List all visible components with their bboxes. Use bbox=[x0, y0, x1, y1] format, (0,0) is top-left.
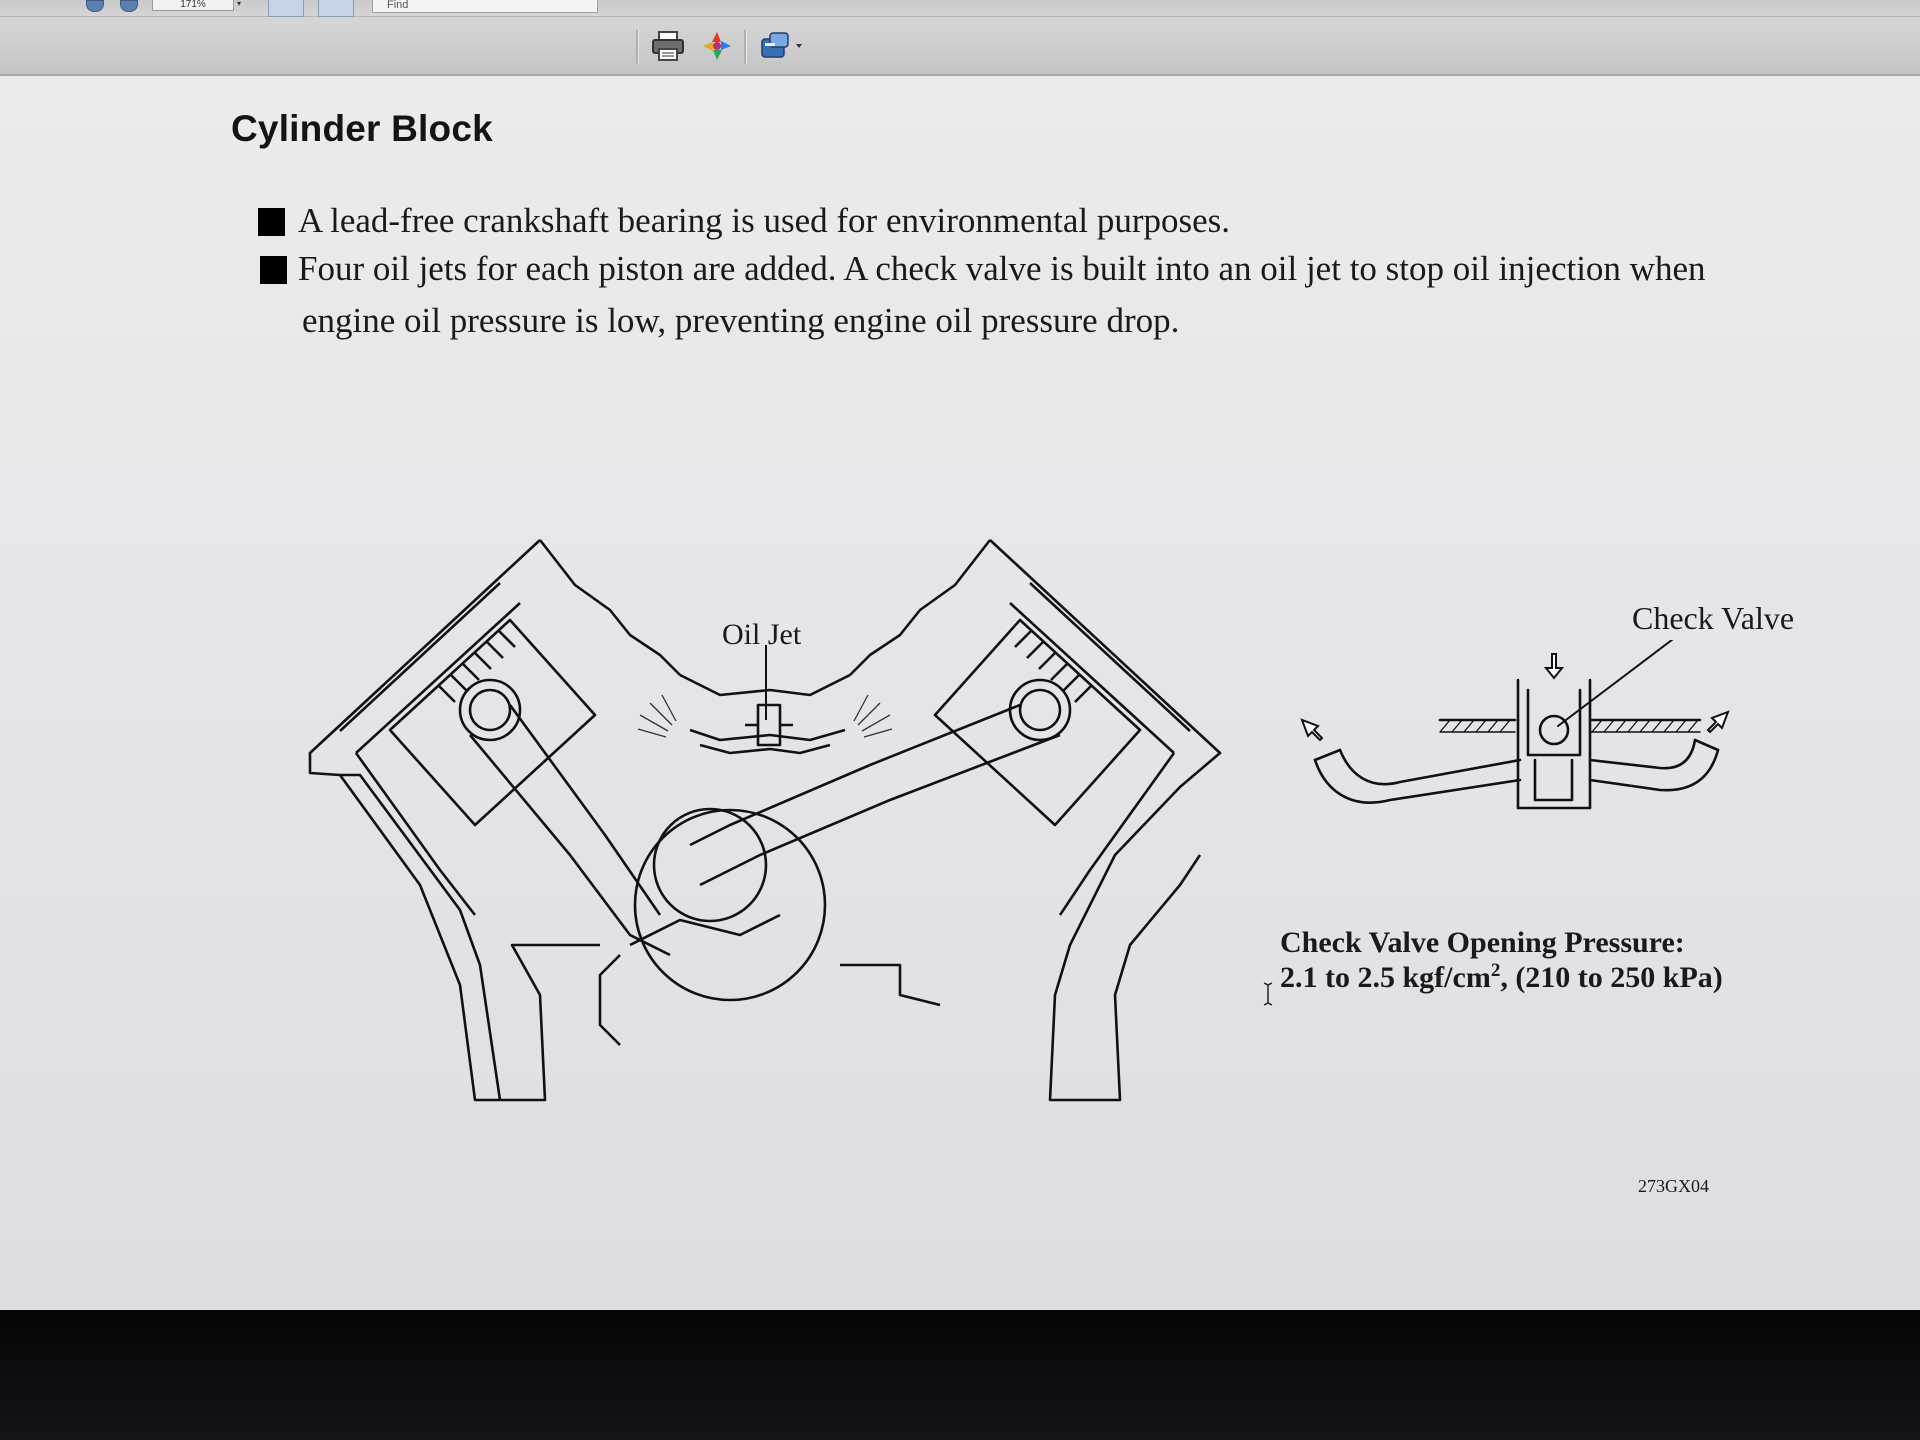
zoom-level-field[interactable]: 171% bbox=[152, 0, 234, 11]
page-title: Cylinder Block bbox=[231, 108, 493, 149]
v-engine-cross-section-diagram bbox=[308, 539, 1222, 1102]
zoom-out-icon[interactable] bbox=[86, 0, 104, 12]
pressure-spec-value: 2.1 to 2.5 kgf/cm2, (210 to 250 kPa) bbox=[1280, 960, 1723, 995]
review-tools-icon[interactable] bbox=[756, 26, 806, 66]
pressure-value-tail: , (210 to 250 kPa) bbox=[1500, 961, 1723, 994]
zoom-dropdown-icon[interactable]: ▾ bbox=[236, 0, 241, 8]
text-cursor-icon bbox=[1263, 982, 1273, 1006]
toolbar-separator bbox=[636, 30, 639, 64]
pressure-value-main: 2.1 to 2.5 kgf/cm bbox=[1280, 961, 1491, 994]
bullet-text-line-1: Four oil jets for each piston are added.… bbox=[298, 249, 1706, 288]
check-valve-detail-diagram bbox=[1300, 640, 1730, 810]
fit-page-icon[interactable] bbox=[318, 0, 354, 17]
bullet-text: A lead-free crankshaft bearing is used f… bbox=[298, 201, 1231, 240]
collaborate-icon[interactable] bbox=[697, 26, 737, 66]
find-input[interactable]: Find bbox=[372, 0, 598, 13]
bullet-square-icon bbox=[258, 208, 285, 236]
fit-width-icon[interactable] bbox=[268, 0, 304, 17]
viewer-toolbar: 171% ▾ Find bbox=[0, 0, 1920, 76]
zoom-in-icon[interactable] bbox=[120, 0, 138, 12]
monitor-bezel bbox=[0, 1310, 1920, 1440]
pressure-spec-title: Check Valve Opening Pressure: bbox=[1280, 926, 1685, 959]
document-viewer-window: 171% ▾ Find bbox=[0, 0, 1920, 1310]
check-valve-label: Check Valve bbox=[1632, 600, 1795, 636]
toolbar-separator bbox=[744, 30, 747, 64]
pressure-value-exponent: 2 bbox=[1490, 960, 1501, 981]
bullet-text-line-2: engine oil pressure is low, preventing e… bbox=[302, 301, 1180, 340]
print-icon[interactable] bbox=[648, 26, 688, 66]
oil-jet-label: Oil Jet bbox=[722, 618, 802, 651]
bullet-square-icon bbox=[260, 256, 287, 284]
figure-code: 273GX04 bbox=[1638, 1176, 1709, 1196]
